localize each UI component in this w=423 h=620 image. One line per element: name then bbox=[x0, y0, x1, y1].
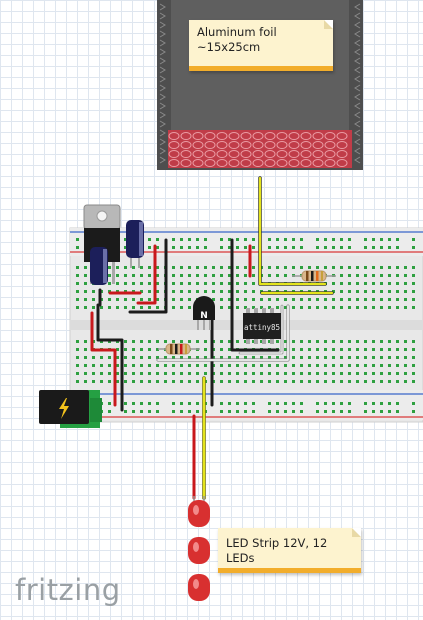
transistor-label: N bbox=[200, 311, 208, 321]
note-foil-line-1: Aluminum foil bbox=[197, 25, 277, 39]
lightning-icon bbox=[59, 398, 69, 419]
chip-label: attiny85 bbox=[244, 323, 280, 332]
note-aluminum-foil[interactable]: Aluminum foil ~15x25cm bbox=[189, 20, 333, 71]
note-led-text: LED Strip 12V, 12 LEDs bbox=[226, 536, 328, 565]
note-led-strip[interactable]: LED Strip 12V, 12 LEDs bbox=[218, 528, 361, 573]
transistor[interactable]: N bbox=[193, 296, 215, 330]
led-2[interactable] bbox=[188, 537, 210, 564]
foil-contact-area bbox=[168, 132, 348, 167]
capacitor-2[interactable] bbox=[90, 247, 108, 285]
resistor-2[interactable] bbox=[158, 343, 200, 355]
led-3[interactable] bbox=[188, 574, 210, 601]
resistor-1[interactable] bbox=[292, 270, 336, 282]
foil-edge-right bbox=[354, 3, 361, 164]
fritzing-logo: fritzing bbox=[15, 573, 121, 607]
dc-power-jack[interactable] bbox=[39, 390, 102, 428]
attiny85-chip[interactable]: attiny85 bbox=[243, 308, 281, 344]
note-foil-line-2: ~15x25cm bbox=[197, 40, 261, 54]
led-strip[interactable] bbox=[188, 496, 210, 601]
capacitor-1[interactable] bbox=[126, 220, 144, 268]
foil-edge-left bbox=[159, 3, 166, 164]
wires bbox=[90, 176, 334, 500]
led-1[interactable] bbox=[188, 496, 210, 527]
